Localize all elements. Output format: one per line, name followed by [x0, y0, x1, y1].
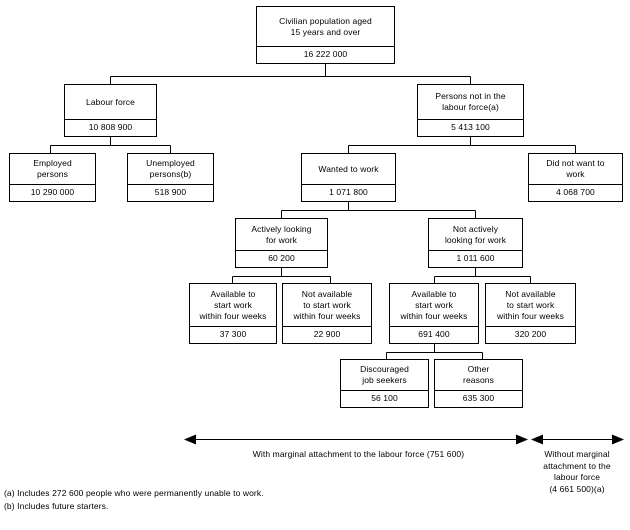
node-wanted-to-work-value: 1 071 800	[302, 184, 395, 201]
node-employed-persons-value: 10 290 000	[10, 184, 95, 201]
node-persons-not-in-labour-force-label: Persons not in the labour force(a)	[435, 91, 506, 112]
node-wanted-to-work-label: Wanted to work	[318, 163, 379, 174]
node-civilian-population-value: 16 222 000	[257, 46, 394, 63]
node-actively-looking-for-work-value: 60 200	[236, 250, 327, 267]
node-not-available-start-work-active-label: Not available to start work within four …	[293, 288, 361, 321]
node-available-start-work-active-label: Available to start work within four week…	[199, 288, 267, 321]
node-civilian-population-label: Civilian population aged 15 years and ov…	[279, 15, 372, 37]
node-employed-persons[interactable]: Employed persons 10 290 000	[9, 153, 96, 202]
node-unemployed-persons-value: 518 900	[128, 184, 213, 201]
node-discouraged-job-seekers-label: Discouraged job seekers	[360, 364, 409, 385]
bracket-without-marginal-line4: (4 661 500)(a)	[549, 483, 605, 494]
bracket-without-marginal-line1: Without marginal	[544, 449, 610, 459]
node-did-not-want-to-work[interactable]: Did not want to work 4 068 700	[528, 153, 623, 202]
node-labour-force[interactable]: Labour force 10 808 900	[64, 84, 157, 137]
footnote-a: (a) Includes 272 600 people who were per…	[4, 488, 264, 498]
node-discouraged-job-seekers-value: 56 100	[341, 390, 428, 407]
node-not-available-start-work-inactive-value: 320 200	[486, 326, 575, 343]
node-other-reasons-label: Other reasons	[463, 364, 494, 385]
node-available-start-work-inactive-value: 691 400	[390, 326, 478, 343]
node-persons-not-in-labour-force[interactable]: Persons not in the labour force(a) 5 413…	[417, 84, 524, 137]
node-employed-persons-label: Employed persons	[33, 158, 72, 179]
node-other-reasons-value: 635 300	[435, 390, 522, 407]
footnote-b: (b) Includes future starters.	[4, 501, 109, 511]
bracket-with-marginal-line1: With marginal attachment to the labour f…	[252, 449, 465, 459]
node-available-start-work-active-value: 37 300	[190, 326, 276, 343]
bracket-without-marginal-line3: labour force	[553, 472, 601, 482]
node-labour-force-label: Labour force	[86, 96, 135, 107]
node-civilian-population[interactable]: Civilian population aged 15 years and ov…	[256, 6, 395, 64]
node-unemployed-persons[interactable]: Unemployed persons(b) 518 900	[127, 153, 214, 202]
node-not-available-start-work-active-value: 22 900	[283, 326, 371, 343]
node-did-not-want-to-work-value: 4 068 700	[529, 184, 622, 201]
bracket-label-without-marginal-attachment: Without marginal attachment to the labou…	[527, 449, 627, 495]
node-not-available-start-work-inactive-label: Not available to start work within four …	[497, 288, 564, 321]
bracket-label-with-marginal-attachment: With marginal attachment to the labour f…	[190, 449, 527, 461]
node-other-reasons[interactable]: Other reasons 635 300	[434, 359, 523, 408]
node-not-available-start-work-inactive[interactable]: Not available to start work within four …	[485, 283, 576, 344]
node-available-start-work-active[interactable]: Available to start work within four week…	[189, 283, 277, 344]
footnotes: (a) Includes 272 600 people who were per…	[4, 487, 264, 513]
node-persons-not-in-labour-force-value: 5 413 100	[418, 119, 523, 136]
node-did-not-want-to-work-label: Did not want to work	[546, 158, 605, 179]
node-unemployed-persons-label: Unemployed persons(b)	[146, 158, 195, 179]
node-wanted-to-work[interactable]: Wanted to work 1 071 800	[301, 153, 396, 202]
node-actively-looking-for-work[interactable]: Actively looking for work 60 200	[235, 218, 328, 268]
node-available-start-work-inactive-label: Available to start work within four week…	[400, 288, 468, 321]
node-discouraged-job-seekers[interactable]: Discouraged job seekers 56 100	[340, 359, 429, 408]
node-labour-force-value: 10 808 900	[65, 119, 156, 136]
bracket-without-marginal-line2: attachment to the	[543, 460, 611, 471]
node-not-actively-looking-for-work-label: Not actively looking for work	[444, 223, 507, 245]
node-not-available-start-work-active[interactable]: Not available to start work within four …	[282, 283, 372, 344]
node-actively-looking-for-work-label: Actively looking for work	[251, 223, 312, 245]
node-available-start-work-inactive[interactable]: Available to start work within four week…	[389, 283, 479, 344]
node-not-actively-looking-for-work[interactable]: Not actively looking for work 1 011 600	[428, 218, 523, 268]
node-not-actively-looking-for-work-value: 1 011 600	[429, 250, 522, 267]
